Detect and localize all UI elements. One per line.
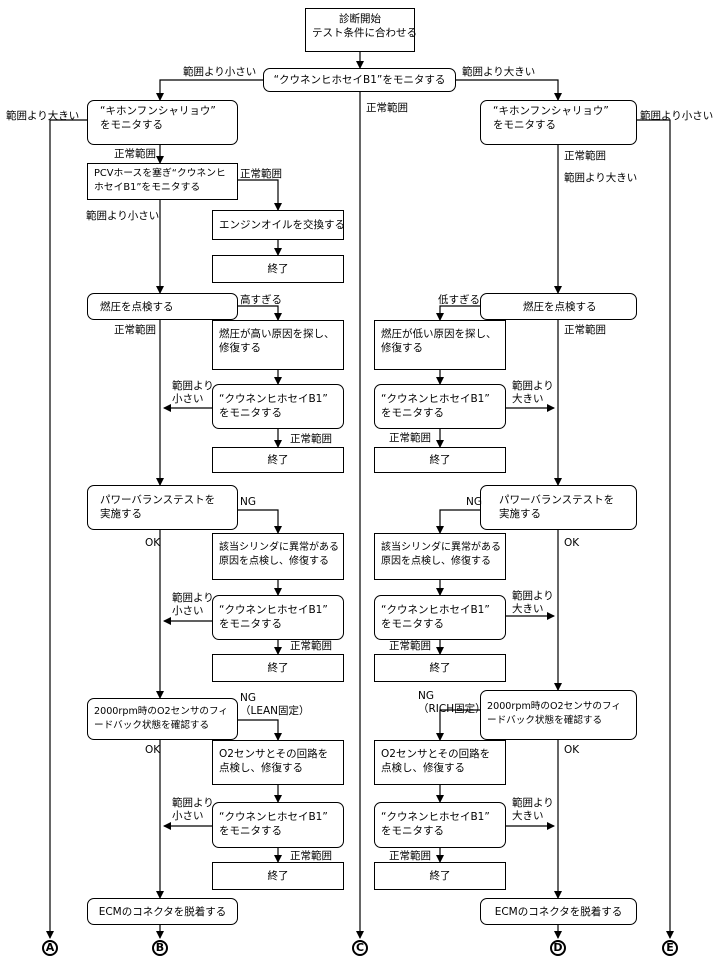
label-range-large-r3: 範囲より 大きい xyxy=(512,590,554,615)
o2-feedback-left: 2000rpm時のO2センサのフィ ードバック状態を確認する xyxy=(87,698,238,740)
label-ok-l1: OK xyxy=(145,537,161,549)
o2-fix-right: O2センサとその回路を 点検し、修復する xyxy=(374,740,506,785)
label-normal-l3: 正常範囲 xyxy=(114,324,156,336)
monitor-b1-l3: “クウネンヒホセイB1” をモニタする xyxy=(212,802,344,848)
power-balance-left: パワーバランステストを 実施する xyxy=(87,485,238,530)
end-box-r3: 終了 xyxy=(374,862,506,890)
start-line1: 診断開始 xyxy=(339,13,381,25)
label-ng-l1: NG xyxy=(240,496,256,508)
end-box-l2: 終了 xyxy=(212,447,344,473)
label-ng-lean: NG （LEAN固定） xyxy=(240,692,310,717)
label-range-small-right: 範囲より小さい xyxy=(640,110,714,122)
end-box-l3: 終了 xyxy=(212,654,344,682)
label-ng-r1: NG xyxy=(466,496,482,508)
fuel-check-left: 燃圧を点検する xyxy=(87,293,238,320)
label-normal-r2: 正常範囲 xyxy=(564,324,606,336)
label-normal-r3: 正常範囲 xyxy=(389,432,431,444)
basic-monitor-right: “キホンフンシャリョウ” をモニタする xyxy=(480,100,637,145)
ecm-box-left: ECMのコネクタを脱着する xyxy=(87,898,238,925)
start-box: 診断開始 テスト条件に合わせる xyxy=(305,8,417,52)
label-range-large-main: 範囲より大きい xyxy=(462,66,536,78)
monitor-b1-l2: “クウネンヒホセイB1” をモニタする xyxy=(212,595,344,640)
basic-monitor-left: “キホンフンシャリョウ” をモニタする xyxy=(87,100,238,145)
label-normal-l6: 正常範囲 xyxy=(290,850,332,862)
label-range-small-l4: 範囲より 小さい xyxy=(172,797,214,822)
label-ok-l2: OK xyxy=(145,744,161,756)
start-line2: テスト条件に合わせる xyxy=(312,27,417,39)
monitor-b1-r2: “クウネンヒホセイB1” をモニタする xyxy=(374,595,506,640)
label-normal-l1: 正常範囲 xyxy=(114,148,156,160)
label-normal-r1: 正常範囲 xyxy=(564,150,606,162)
end-box-l1: 終了 xyxy=(212,255,344,283)
label-normal-l4: 正常範囲 xyxy=(290,433,332,445)
connector-e: E xyxy=(662,940,678,956)
connector-d: D xyxy=(550,940,566,956)
monitor-b1-r1: “クウネンヒホセイB1” をモニタする xyxy=(374,384,506,429)
label-range-small-l1: 範囲より小さい xyxy=(86,210,160,222)
label-range-small-l3: 範囲より 小さい xyxy=(172,592,214,617)
main-monitor-box: “クウネンヒホセイB1”をモニタする xyxy=(263,68,456,92)
label-low: 低すぎる xyxy=(438,294,480,306)
o2-feedback-right: 2000rpm時のO2センサのフィ ードバック状態を確認する xyxy=(480,690,637,740)
label-high: 高すぎる xyxy=(240,294,282,306)
label-normal-r5: 正常範囲 xyxy=(389,850,431,862)
label-ok-r2: OK xyxy=(564,744,580,756)
label-ok-r1: OK xyxy=(564,537,580,549)
label-range-large-r2: 範囲より 大きい xyxy=(512,380,554,405)
o2-fix-left: O2センサとその回路を 点検し、修復する xyxy=(212,740,344,785)
cylinder-fix-left: 該当シリンダに異常がある 原因を点検し、修復する xyxy=(212,533,344,580)
pcv-box: PCVホースを塞ぎ“クウネンヒ ホセイB1”をモニタする xyxy=(87,163,238,200)
label-range-small-main: 範囲より小さい xyxy=(183,66,257,78)
monitor-b1-r3: “クウネンヒホセイB1” をモニタする xyxy=(374,802,506,848)
label-range-large-left: 範囲より大きい xyxy=(6,110,80,122)
connector-b: B xyxy=(152,940,168,956)
oil-change-box: エンジンオイルを交換する xyxy=(212,210,345,240)
end-box-l4: 終了 xyxy=(212,862,344,890)
power-balance-right: パワーバランステストを 実施する xyxy=(480,485,637,530)
fuel-check-right: 燃圧を点検する xyxy=(480,293,637,320)
cylinder-fix-right: 該当シリンダに異常がある 原因を点検し、修復する xyxy=(374,533,506,580)
connector-a: A xyxy=(42,940,58,956)
connector-c: C xyxy=(352,940,368,956)
fuel-low-fix-box: 燃圧が低い原因を探し、 修復する xyxy=(374,320,506,370)
monitor-b1-l1: “クウネンヒホセイB1” をモニタする xyxy=(212,384,344,429)
label-range-large-r1: 範囲より大きい xyxy=(564,172,638,184)
label-normal-l5: 正常範囲 xyxy=(290,640,332,652)
label-ng-rich: NG （RICH固定） xyxy=(418,690,486,715)
fuel-high-fix-box: 燃圧が高い原因を探し、 修復する xyxy=(212,320,344,370)
end-box-r2: 終了 xyxy=(374,654,506,682)
label-normal-r4: 正常範囲 xyxy=(389,640,431,652)
label-normal-main: 正常範囲 xyxy=(366,102,408,114)
label-range-small-l2: 範囲より 小さい xyxy=(172,380,214,405)
end-box-r1: 終了 xyxy=(374,447,506,473)
label-normal-l2: 正常範囲 xyxy=(240,168,282,180)
label-range-large-r4: 範囲より 大きい xyxy=(512,797,554,822)
ecm-box-right: ECMのコネクタを脱着する xyxy=(480,898,637,925)
